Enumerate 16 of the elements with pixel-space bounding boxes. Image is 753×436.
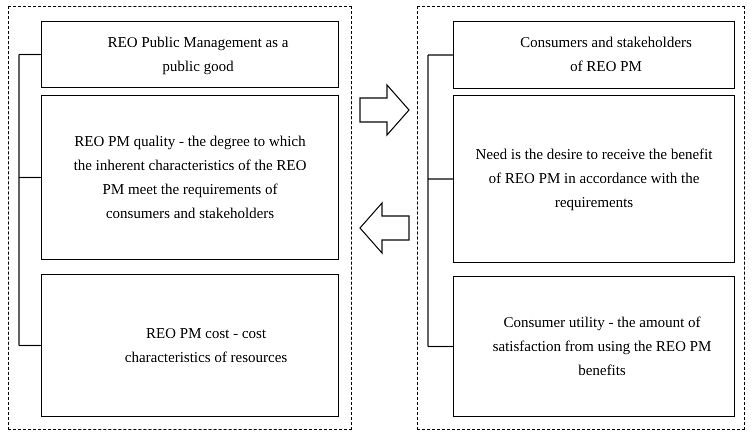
box-text: REO Public Management as a public good	[106, 34, 290, 76]
text-box	[41, 274, 339, 417]
box-text: Consumer utility - the amount of satisfaction from using the REO PM benefits	[492, 314, 712, 380]
dashed-group-frame	[417, 6, 745, 430]
box-text: Consumers and stakeholders of REO PM	[519, 34, 693, 77]
text-box	[41, 21, 339, 88]
text-box	[453, 21, 735, 89]
text-box	[453, 276, 735, 417]
text-box	[41, 95, 339, 260]
text-box	[453, 95, 735, 263]
hollow-block-arrow	[359, 201, 410, 255]
hollow-block-arrow	[359, 83, 410, 137]
box-text: REO PM cost - cost characteristics of resources	[124, 324, 288, 368]
dashed-group-frame	[8, 6, 352, 430]
box-text: REO PM quality - the degree to which the inherent characteristics of the REO PM meet the requirements of consumers and stakeholders	[72, 132, 308, 224]
box-text: Need is the desire to receive the benefit of REO PM in accordance with the requirements	[474, 146, 714, 213]
